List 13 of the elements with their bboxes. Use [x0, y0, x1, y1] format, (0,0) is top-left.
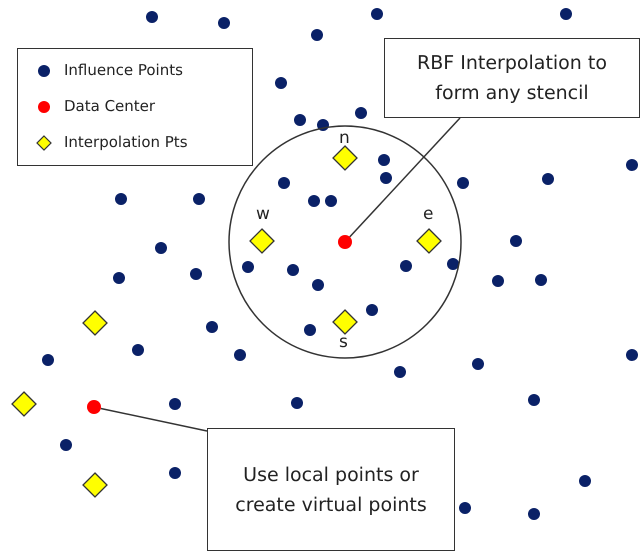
- point-label: s: [339, 332, 348, 352]
- point-label: n: [339, 128, 350, 148]
- legend-label: Interpolation Pts: [64, 133, 188, 151]
- leader-line: [100, 408, 208, 432]
- callout-box: RBF Interpolation to form any stencil: [384, 38, 640, 118]
- data-center-dot: [87, 400, 101, 414]
- leader-line: [349, 117, 461, 238]
- legend-label: Influence Points: [64, 61, 183, 79]
- point-label: w: [256, 204, 270, 224]
- legend-label: Data Center: [64, 97, 156, 115]
- data-center-dot: [338, 235, 352, 249]
- point-label: e: [423, 204, 434, 224]
- callout-box: Use local points or create virtual points: [207, 428, 455, 551]
